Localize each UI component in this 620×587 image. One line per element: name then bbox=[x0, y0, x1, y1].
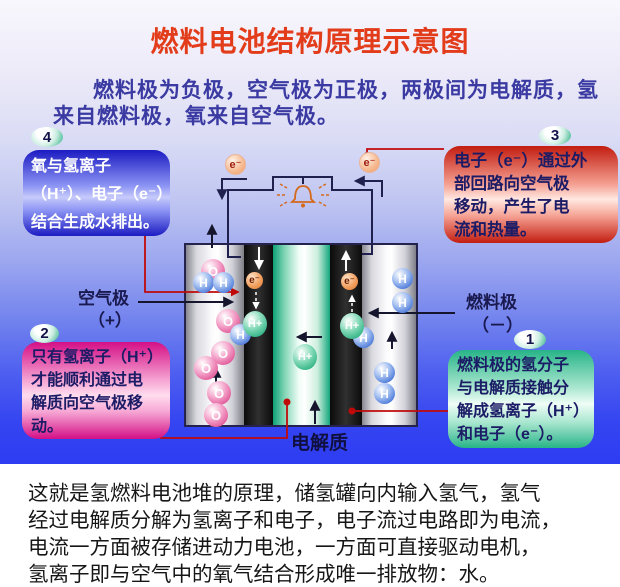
electron-particle: e⁻ bbox=[225, 154, 246, 175]
hydrogen-particle: H bbox=[213, 272, 234, 293]
callout-1-line: 解成氢离子（H⁺） bbox=[457, 403, 590, 420]
hydrogen-ion-particle: H+ bbox=[340, 313, 364, 339]
callout3-pointer-line bbox=[366, 148, 444, 152]
fuel-electrode-label: 燃料极 bbox=[466, 293, 517, 312]
air-electrode-label: 空气极 bbox=[78, 289, 129, 308]
hydrogen-particle: H bbox=[374, 362, 395, 383]
callout2-pointer-dot bbox=[283, 398, 291, 406]
hydrogen-ion-particle: H+ bbox=[293, 344, 317, 370]
footer-text-line: 经过电解质分解为氢离子和电子，电子流过电路即为电流， bbox=[28, 509, 561, 532]
slide-background: 燃料电池结构原理示意图 燃料极为负极，空气极为正极，两极间为电解质，氢 来自燃料… bbox=[0, 0, 620, 464]
oxygen-particle: O bbox=[207, 381, 231, 405]
electrode-arrows bbox=[252, 247, 356, 312]
callout-3-line: 移动，产生了电 bbox=[454, 198, 570, 216]
subtitle-line-1: 燃料极为负极，空气极为正极，两极间为电解质，氢 bbox=[93, 79, 599, 102]
gas-flow-arrows bbox=[138, 223, 455, 424]
hydrogen-ion-particle: H+ bbox=[243, 311, 267, 337]
hydrogen-particle: H bbox=[193, 272, 214, 293]
page-title: 燃料电池结构原理示意图 bbox=[150, 26, 470, 57]
hydrogen-particle: H bbox=[392, 292, 413, 313]
electrolyte-label: 电解质 bbox=[291, 433, 349, 454]
callout-1-line: 燃料极的氢分子 bbox=[457, 357, 570, 374]
fuel-electrode-sign: （－） bbox=[472, 316, 523, 335]
electron-particle: e⁻ bbox=[341, 273, 358, 290]
electron-flow-arrow-left bbox=[216, 178, 247, 201]
step-badge-2: 2 bbox=[30, 324, 59, 343]
step-badge-1: 1 bbox=[514, 330, 546, 349]
footer-text-line: 氢离子即与空气中的氧气结合形成唯一排放物：水。 bbox=[28, 563, 500, 586]
callout-3-line: 部回路向空气极 bbox=[454, 175, 570, 193]
callout-4-line: （H⁺）、电子（e⁻） bbox=[31, 186, 173, 203]
oxygen-particle: O bbox=[194, 356, 218, 380]
callout-1-line: 和电子（e⁻）。 bbox=[457, 426, 563, 443]
external-circuit-wire bbox=[227, 176, 373, 258]
step-badge-3: 3 bbox=[539, 126, 571, 145]
footer-text-line: 电流一方面被存储进动力电池，一方面可直接驱动电机， bbox=[28, 536, 541, 559]
callout-1-line: 与电解质接触分 bbox=[457, 380, 570, 397]
subtitle-line-2: 来自燃料极，氧来自空气极。 bbox=[53, 105, 339, 128]
electron-particle: e⁻ bbox=[359, 152, 380, 173]
callout-4-line: 结合生成水排出。 bbox=[31, 214, 160, 231]
callout-1-box: 燃料极的氢分子 与电解质接触分 解成氢离子（H⁺） 和电子（e⁻）。 bbox=[448, 350, 594, 448]
electron-particle: e⁻ bbox=[246, 272, 263, 289]
bell-icon bbox=[277, 183, 329, 208]
callout-2-line: 只有氢离子（H⁺） bbox=[31, 349, 164, 366]
callout-4-line: 氧与氢离子 bbox=[31, 158, 112, 175]
callout-2-line: 动。 bbox=[31, 418, 64, 435]
callout2-pointer-line bbox=[160, 405, 288, 439]
callout-4-box: 氧与氢离子 （H⁺）、电子（e⁻） 结合生成水排出。 bbox=[23, 150, 173, 236]
electron-flow-arrow-right bbox=[353, 175, 383, 197]
step-badge-4: 4 bbox=[31, 127, 63, 147]
hydrogen-particle: H bbox=[374, 383, 395, 404]
callout-3-line: 流和热量。 bbox=[454, 221, 537, 239]
callout-2-box: 只有氢离子（H⁺） 才能顺利通过电 解质向空气极移 动。 bbox=[22, 342, 170, 439]
callout-3-box: 电子（e⁻）通过外 部回路向空气极 移动，产生了电 流和热量。 bbox=[444, 146, 618, 243]
callout-2-line: 才能顺利通过电 bbox=[31, 372, 144, 389]
air-electrode-sign: （+） bbox=[88, 311, 132, 330]
callout-3-line: 电子（e⁻）通过外 bbox=[454, 152, 588, 170]
oxygen-particle: O bbox=[204, 403, 228, 427]
callout1-pointer-dot bbox=[348, 407, 356, 415]
footer-text-line: 这就是氢燃料电池堆的原理，储氢罐向内输入氢气，氢气 bbox=[28, 482, 541, 505]
hydrogen-particle: H bbox=[392, 268, 413, 289]
footer-text-band: 这就是氢燃料电池堆的原理，储氢罐向内输入氢气，氢气 经过电解质分解为氢离子和电子… bbox=[0, 464, 620, 587]
callout-2-line: 解质向空气极移 bbox=[31, 395, 144, 412]
